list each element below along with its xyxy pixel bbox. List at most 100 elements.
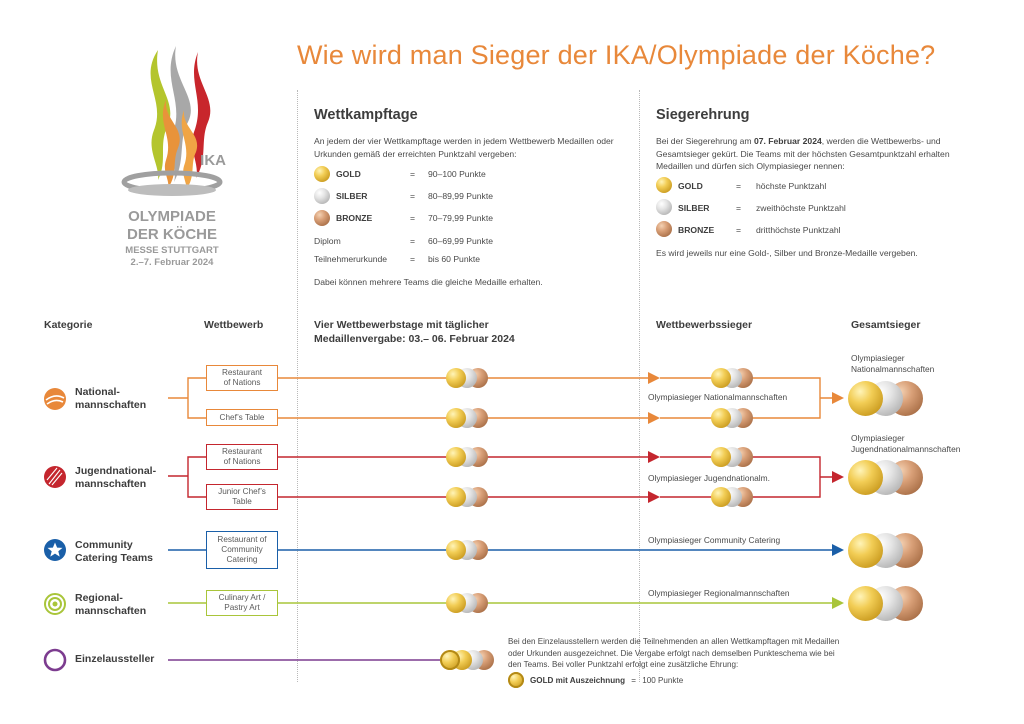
competition-line: Culinary Art /: [218, 593, 266, 602]
competition-line: Junior Chef’s: [218, 487, 266, 496]
logo-line-4: 2.–7. Februar 2024: [130, 257, 214, 268]
einzel-award: GOLD mit Auszeichnung = 100 Punkte: [530, 676, 683, 685]
category-regional: Regional- mannschaften: [75, 592, 146, 617]
einzel-award-value: 100 Punkte: [642, 676, 684, 685]
se-row-2-value: dritthöchste Punktzahl: [756, 225, 841, 235]
arrow-icon: [648, 491, 660, 503]
wk-row-1: SILBER: [336, 191, 368, 201]
col-wettbewerbssieger: Wettbewerbssieger: [656, 319, 753, 331]
wk-row-3-value: 60–69,99 Punkte: [428, 236, 493, 246]
winner-trio: [711, 447, 755, 467]
gold-medal-icon: [848, 586, 883, 621]
youth-ball-icon: [44, 466, 66, 488]
siegerehrung-intro: Bei der Siegerehrung am 07. Februar 2024…: [656, 136, 950, 171]
gold-medal-icon: [446, 408, 466, 428]
gold-medal-icon: [711, 368, 731, 388]
target-icon: [44, 593, 66, 615]
overall-label-national-line2: Nationalmannschaften: [851, 364, 935, 374]
category-regional-line2: mannschaften: [75, 604, 147, 617]
competition-line: Restaurant: [221, 447, 263, 456]
bronze-medal-icon: [656, 221, 672, 237]
col-tage: Vier Wettbewerbstage mit täglicher Medai…: [314, 318, 515, 346]
winner-trio: [711, 408, 755, 428]
page-title: Wie wird man Sieger der IKA/Olympiade de…: [297, 40, 936, 70]
wettkampftage-intro: An jedem der vier Wettkampftage werden i…: [314, 136, 614, 159]
competition-box: Chef’s Table: [206, 409, 278, 426]
logo-line-2: DER KÖCHE: [126, 226, 217, 243]
se-row-1-eq: =: [736, 203, 742, 213]
competition-box: Culinary Art /Pastry Art: [206, 590, 278, 616]
col-kategorie: Kategorie: [44, 319, 93, 331]
wk-row-0: GOLD: [336, 169, 361, 179]
winner-trio: [711, 368, 755, 388]
siegerehrung-table: GOLD = höchste Punktzahl SILBER = zweith…: [656, 177, 976, 243]
medal-trio: [446, 593, 490, 613]
einzel-award-label: GOLD mit Auszeichnung: [530, 676, 626, 685]
overall-label-jugend-line2: Jugendnationalmannschaften: [851, 444, 961, 454]
wk-row-1-value: 80–89,99 Punkte: [428, 191, 493, 201]
medal-trio: [446, 447, 490, 467]
gold-distinction-medal-icon: [508, 672, 524, 688]
competition-line: Restaurant of: [217, 535, 267, 544]
arrow-icon: [832, 597, 844, 609]
gold-medal-icon: [446, 487, 466, 507]
wk-row-4-value: bis 60 Punkte: [428, 254, 481, 264]
gold-medal-icon: [656, 177, 672, 193]
competition-line: of Nations: [223, 378, 261, 387]
medal-trio: [446, 540, 490, 560]
logo-line-1: OLYMPIADE: [128, 208, 216, 225]
einzel-text: Bei den Einzelausstellern werden die Tei…: [508, 637, 840, 669]
wettkampftage-note: Dabei können mehrere Teams die gleiche M…: [314, 277, 543, 287]
category-jugend-line1: Jugendnational-: [75, 465, 157, 477]
category-jugend: Jugendnational- mannschaften: [75, 465, 156, 490]
medal-trio: [446, 368, 490, 388]
arrow-icon: [648, 451, 660, 463]
overall-label-national: Olympiasieger Nationalmannschaften: [851, 353, 934, 375]
arrow-icon: [832, 544, 844, 556]
col-gesamtsieger: Gesamtsieger: [851, 319, 921, 331]
competition-line: Catering: [226, 555, 258, 564]
category-national: National- mannschaften: [75, 386, 146, 411]
arrow-icon: [832, 471, 844, 483]
medal-trio: [446, 408, 490, 428]
competition-line: Restaurant: [221, 368, 263, 377]
arrow-icon: [648, 372, 660, 384]
gold-medal-icon: [711, 408, 731, 428]
gold-medal-icon: [848, 533, 883, 568]
winner-label-regional: Olympiasieger Regionalmannschaften: [648, 588, 790, 598]
se-row-0-eq: =: [736, 181, 742, 191]
separator-right: [639, 90, 640, 682]
se-row-0: GOLD: [678, 181, 703, 191]
gold-distinction-medal-icon: [440, 650, 460, 670]
category-jugend-line2: mannschaften: [75, 477, 147, 490]
overall-trio: [848, 381, 924, 416]
overall-label-national-line1: Olympiasieger: [851, 353, 905, 363]
wk-row-4-eq: =: [410, 254, 416, 264]
gold-medal-icon: [711, 487, 731, 507]
nation-ball-icon: [44, 388, 66, 410]
medal-trio-einzel: [440, 650, 496, 670]
overall-label-jugend: Olympiasieger Jugendnationalmannschaften: [851, 433, 960, 455]
star-icon: [44, 539, 66, 561]
competition-line: Pastry Art: [224, 603, 260, 612]
gold-medal-icon: [711, 447, 731, 467]
se-row-1: SILBER: [678, 203, 710, 213]
winner-trio: [711, 487, 755, 507]
wk-row-2-value: 70–79,99 Punkte: [428, 213, 493, 223]
competition-line: of Nations: [223, 457, 261, 466]
arrow-icon: [648, 412, 660, 424]
wk-row-3-eq: =: [410, 236, 416, 246]
category-community: Community Catering Teams: [75, 539, 153, 564]
overall-trio: [848, 586, 924, 621]
wettkampftage-heading: Wettkampftage: [314, 107, 418, 123]
col-tage-line2: Medaillenvergabe: 03.– 06. Februar 2024: [314, 333, 515, 345]
gold-medal-icon: [446, 540, 466, 560]
medal-trio: [446, 487, 490, 507]
siegerehrung-heading: Siegerehrung: [656, 107, 750, 123]
winner-label-national: Olympiasieger Nationalmannschaften: [648, 392, 788, 402]
category-regional-line1: Regional-: [75, 592, 123, 604]
category-community-line2: Catering Teams: [75, 551, 153, 564]
